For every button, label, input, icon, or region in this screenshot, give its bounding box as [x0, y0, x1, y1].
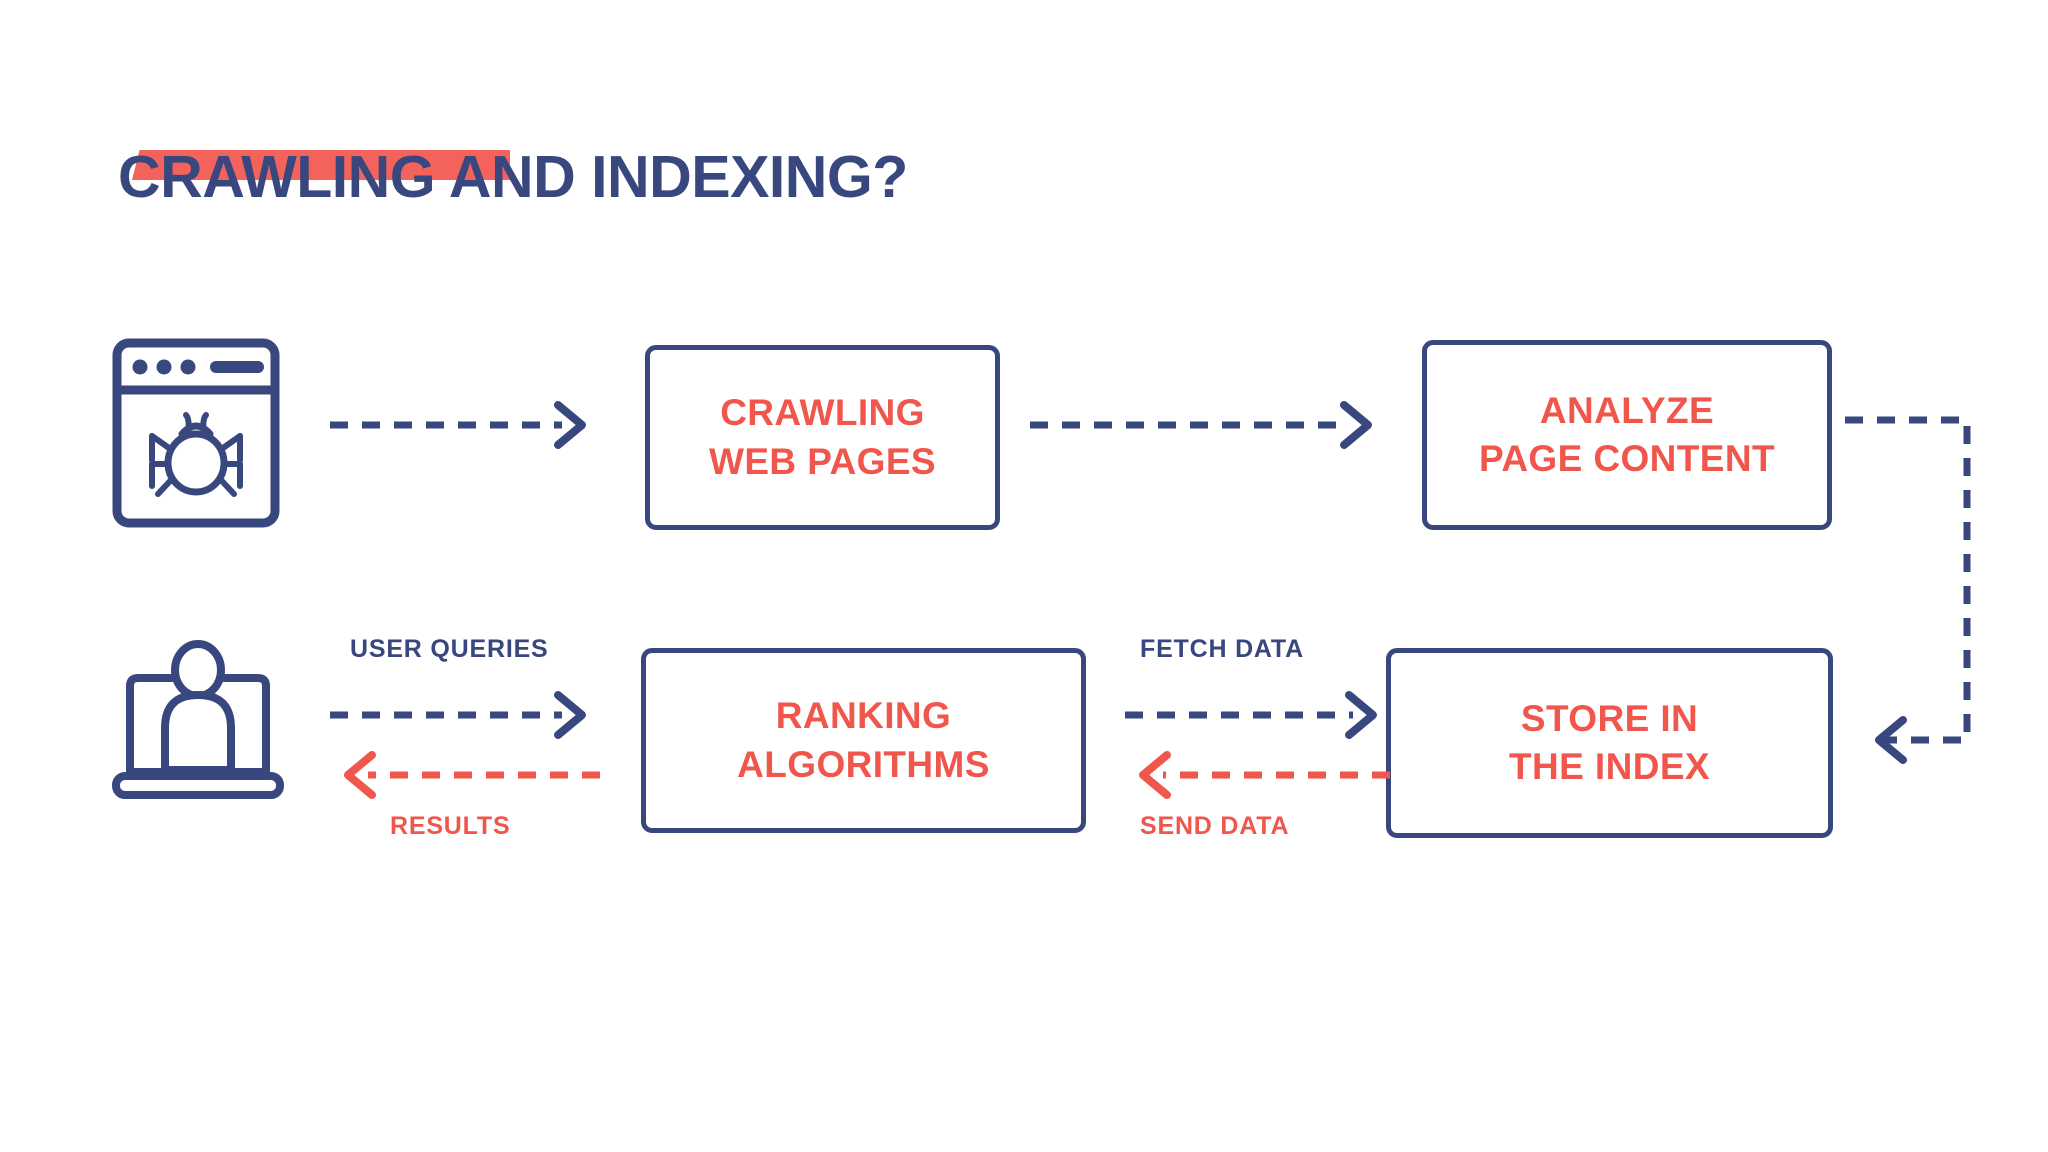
user-laptop-icon [108, 630, 288, 810]
arrow-spider-to-crawling [330, 401, 586, 449]
node-box-crawling-web-pages[interactable]: CRAWLING WEB PAGES [645, 345, 1000, 530]
edge-label-send-data: SEND DATA [1140, 812, 1290, 840]
title-highlight-bar [132, 150, 510, 180]
edge-label-fetch-data: FETCH DATA [1140, 635, 1304, 663]
arrow-user-to-ranking [330, 691, 586, 739]
browser-bug-icon [112, 338, 280, 528]
arrow-ranking-to-store-fetch [1125, 691, 1377, 739]
arrow-ranking-to-user-results [344, 751, 600, 799]
node-box-store-in-the-index[interactable]: STORE IN THE INDEX [1386, 648, 1833, 838]
node-label-ranking-algorithms: RANKING ALGORITHMS [737, 695, 990, 785]
node-label-crawling-web-pages: CRAWLING WEB PAGES [709, 392, 936, 482]
node-box-analyze-page-content[interactable]: ANALYZE PAGE CONTENT [1422, 340, 1832, 530]
page-title-block: CRAWLING AND INDEXING? [118, 140, 1318, 230]
arrow-analyze-to-store [1845, 416, 1971, 764]
edge-label-results: RESULTS [390, 812, 511, 840]
node-label-analyze-page-content: ANALYZE PAGE CONTENT [1478, 389, 1775, 479]
arrow-store-to-ranking-send [1139, 751, 1390, 799]
node-label-store-in-the-index: STORE IN THE INDEX [1509, 697, 1710, 787]
page-title: CRAWLING AND INDEXING? [118, 144, 908, 210]
edge-label-user-queries: USER QUERIES [350, 635, 549, 663]
arrow-crawling-to-analyze [1030, 401, 1372, 449]
node-box-ranking-algorithms[interactable]: RANKING ALGORITHMS [641, 648, 1086, 833]
